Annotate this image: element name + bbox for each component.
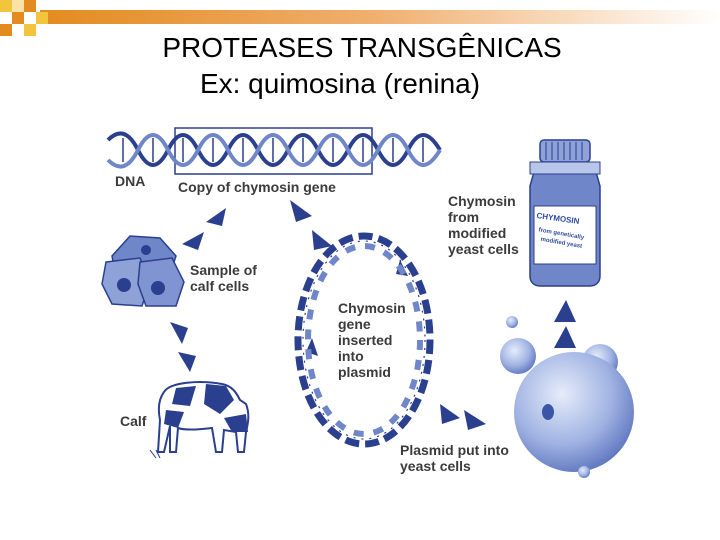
label-calf-cells-1: Sample of bbox=[190, 262, 257, 278]
label-gene-inserted-2: gene bbox=[338, 316, 371, 332]
label-chymosin-from-2: from bbox=[448, 209, 479, 225]
arrow-icon bbox=[178, 352, 196, 372]
label-gene-inserted-1: Chymosin bbox=[338, 300, 406, 316]
title-main: PROTEASES TRANSGÊNICAS bbox=[162, 32, 562, 63]
label-gene-inserted-5: plasmid bbox=[338, 364, 391, 380]
label-dna: DNA bbox=[115, 173, 145, 189]
header-decoration bbox=[0, 0, 720, 36]
label-plasmid-yeast-1: Plasmid put into bbox=[400, 442, 509, 458]
label-copy-gene: Copy of chymosin gene bbox=[178, 179, 336, 195]
plasmid-icon bbox=[294, 232, 434, 448]
title-subtitle: Ex: quimosina (renina) bbox=[199, 68, 481, 99]
dna-helix-icon bbox=[106, 127, 442, 175]
gene-highlight-box bbox=[174, 127, 373, 175]
flow-arrows bbox=[170, 200, 576, 430]
calf-icon bbox=[149, 381, 250, 459]
arrow-icon bbox=[554, 300, 576, 322]
label-chymosin-from-4: yeast cells bbox=[448, 241, 519, 257]
calf-cells-icon bbox=[101, 235, 185, 307]
arrow-icon bbox=[312, 230, 332, 250]
label-calf-cells-2: calf cells bbox=[190, 278, 249, 294]
label-calf: Calf bbox=[120, 413, 147, 429]
arrow-icon bbox=[440, 404, 460, 424]
label-plasmid-yeast-2: yeast cells bbox=[400, 458, 471, 474]
arrow-icon bbox=[206, 208, 226, 226]
label-gene-inserted-4: into bbox=[338, 348, 364, 364]
arrow-icon bbox=[182, 232, 204, 250]
chymosin-bottle-icon: CHYMOSIN from genetically modified yeast bbox=[529, 139, 601, 287]
arrow-icon bbox=[290, 200, 312, 222]
label-chymosin-from-3: modified bbox=[448, 225, 506, 241]
arrow-icon bbox=[464, 410, 486, 430]
yeast-cells-icon bbox=[500, 316, 634, 478]
label-chymosin-from-1: Chymosin bbox=[448, 193, 516, 209]
arrow-icon bbox=[554, 326, 576, 348]
slide-title: PROTEASES TRANSGÊNICAS Ex: quimosina (re… bbox=[0, 30, 720, 102]
label-gene-inserted-3: inserted bbox=[338, 332, 392, 348]
arrow-icon bbox=[170, 322, 188, 344]
